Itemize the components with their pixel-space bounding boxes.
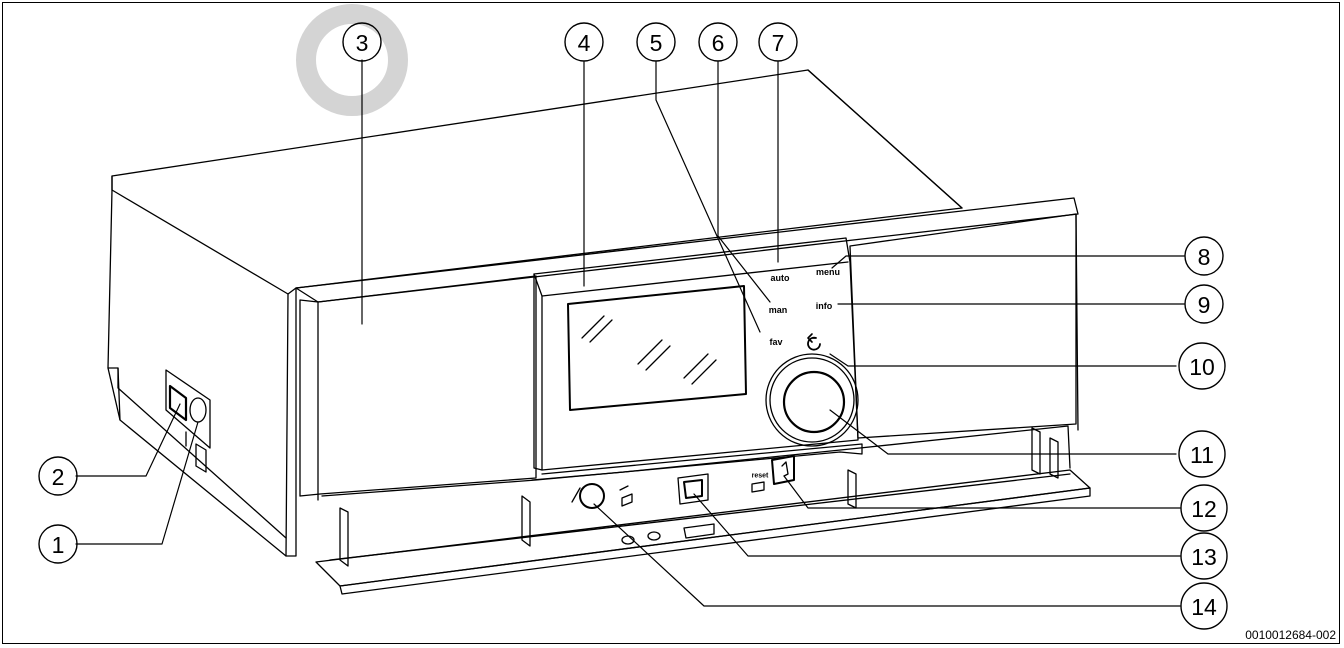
callout-5-circle [636, 22, 676, 62]
leader-8 [831, 255, 1185, 269]
front-right-panel-edge [1075, 213, 1079, 431]
reset-indicator [751, 481, 765, 493]
display-module-bottom-ledge [531, 443, 863, 481]
screen-glare-2 [589, 319, 613, 343]
figure-id: 0010012684-002 [1245, 628, 1336, 642]
callout-12-circle [1180, 484, 1228, 532]
leader-lines [75, 59, 1185, 607]
leader-10 [829, 353, 1177, 367]
flap-hinge-mid-left [521, 495, 531, 547]
main-power-switch [168, 384, 188, 422]
leader-13 [693, 493, 1181, 557]
callout-numbers: 1 2 3 4 5 6 7 8 9 10 11 12 13 14 [52, 30, 1217, 620]
leader-14 [593, 503, 1181, 607]
leader-11 [829, 409, 1177, 455]
menu-key-label[interactable]: menu [816, 267, 840, 277]
rotary-selector-ring[interactable] [765, 353, 859, 447]
switch-recess [165, 369, 211, 449]
screen-glare-1 [581, 315, 605, 339]
display-screen [567, 285, 747, 411]
back-key-icon[interactable] [807, 336, 821, 351]
flap-hinge-left [339, 507, 349, 567]
callout-3: 3 [356, 30, 369, 56]
callout-14: 14 [1191, 594, 1217, 620]
reset-key-label: reset [752, 473, 769, 480]
callout-7: 7 [772, 30, 785, 56]
front-right-panel [849, 213, 1077, 439]
housing-left-side [107, 175, 297, 557]
callout-7-circle [758, 22, 798, 62]
callout-13: 13 [1191, 544, 1217, 570]
callout-3-circle [342, 22, 382, 62]
fuse-holder [189, 397, 207, 423]
chimney-sweeper-icon [619, 485, 633, 507]
screen-glare-6 [691, 359, 717, 385]
bottom-socket-2 [647, 531, 661, 541]
callout-1: 1 [52, 532, 65, 558]
housing-bottom-edge [117, 367, 287, 539]
leader-12 [783, 475, 1181, 509]
callout-6-circle [698, 22, 738, 62]
left-cover-panel [299, 275, 537, 497]
leader-6 [717, 61, 771, 303]
front-top-trim [295, 197, 1079, 303]
back-key-arrowhead [807, 333, 813, 343]
callout-1-circle [38, 524, 78, 564]
callout-4: 4 [578, 30, 591, 56]
callout-10: 10 [1189, 354, 1215, 380]
callout-9-circle [1184, 284, 1224, 324]
callout-4-circle [564, 22, 604, 62]
fav-key-label[interactable]: fav [769, 337, 782, 347]
service-connector-icon [781, 461, 789, 477]
callouts [38, 22, 1228, 630]
screen-glare-3 [637, 339, 663, 365]
front-lower-panel [321, 425, 1071, 497]
callout-8-circle [1184, 236, 1224, 276]
reset-button[interactable] [683, 479, 703, 499]
auto-key-label[interactable]: auto [771, 273, 791, 283]
leader-2 [75, 403, 181, 477]
callout-2-circle [38, 456, 78, 496]
callout-11-circle [1178, 430, 1226, 478]
man-key-label[interactable]: man [769, 305, 788, 315]
reset-button-frame [677, 473, 709, 505]
flap-hinge-right-2 [1049, 437, 1059, 479]
flap-hinge-mid-right [847, 469, 857, 509]
screen-glare-5 [683, 353, 709, 379]
callout-10-circle [1178, 342, 1226, 390]
housing-side-inner [285, 293, 289, 557]
callout-14-circle [1180, 582, 1228, 630]
side-label-plate [195, 443, 207, 473]
housing-right-top-edge [807, 69, 963, 209]
callout-2: 2 [52, 464, 65, 490]
callout-11: 11 [1190, 442, 1214, 468]
leader-1 [75, 421, 199, 545]
flap-tray-inner [329, 473, 1071, 561]
callout-6: 6 [712, 30, 725, 56]
display-module-frame [533, 237, 859, 471]
flap-hinge-right [1031, 427, 1041, 475]
callout-12: 12 [1191, 496, 1217, 522]
service-connector[interactable] [771, 455, 795, 485]
chimney-sweeper-recess [571, 487, 581, 503]
callout-9: 9 [1198, 292, 1211, 318]
flap-tray-front [339, 487, 1091, 595]
bottom-plug [683, 523, 715, 539]
rotary-selector-outer [769, 357, 855, 443]
callout-8: 8 [1198, 244, 1211, 270]
callout-5: 5 [650, 30, 663, 56]
callout-13-circle [1180, 532, 1228, 580]
chimney-sweeper-button[interactable] [579, 483, 605, 509]
screen-glare-4 [645, 345, 671, 371]
info-key-label[interactable]: info [816, 301, 833, 311]
rotary-selector-knob[interactable] [782, 370, 846, 434]
leader-5 [655, 61, 761, 333]
